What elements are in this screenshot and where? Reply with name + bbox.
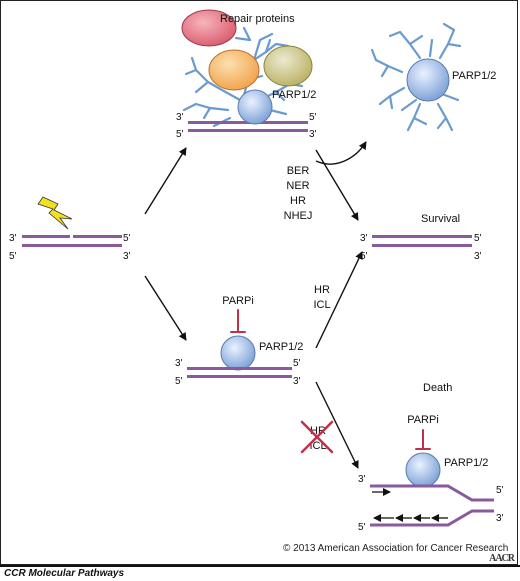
pathway-ber: BER [287,165,310,177]
parp-circle-top [237,89,273,125]
pathways-mid: HR ICL [313,284,330,311]
arrow-to-repair [144,147,187,215]
label-5prime: 5' [175,376,183,387]
label-3prime: 3' [293,376,301,387]
arrow-parpi-to-survival [315,251,363,349]
repair-protein-red [181,9,237,47]
survival-label: Survival [421,213,460,225]
label-3prime: 3' [358,474,366,485]
arrow-repair-to-survival [315,149,359,221]
label-3prime: 3' [9,233,17,244]
copyright-text: © 2013 American Association for Cancer R… [283,543,509,554]
label-3prime: 3' [309,129,317,140]
footer-title: CCR Molecular Pathways [4,568,125,579]
lightning-bolt-icon [37,196,73,230]
inhibit-t-bar-icon [415,429,431,450]
pathways-top: BER NER HR NHEJ [284,165,313,222]
parp-circle-bottom [405,452,441,488]
repair-protein-olive [263,45,313,87]
pathways-crossed: HR ICL [300,420,334,454]
pathway-hr: HR [290,195,306,207]
detached-parp-branches [370,22,462,132]
pathway-diagram: 3' 5' 5' 3' Repair proteins 3' [9,9,504,533]
parpi-label-mid: PARPi [222,295,254,307]
release-arrow [315,141,367,165]
label-3prime: 3' [474,251,482,262]
inhibit-t-bar-icon [230,309,246,333]
pathway-hr: HR [314,284,330,296]
replication-fork-dna: 3' 5' 5' 3' [358,474,504,533]
survival-dna: 3' 5' 5' 3' [360,233,482,262]
x-cross-icon [300,420,334,454]
death-label: Death [423,382,452,394]
label-5prime: 5' [358,522,366,533]
pathway-ner: NER [286,180,309,192]
label-5prime: 5' [123,233,131,244]
pathway-icl: ICL [313,299,330,311]
label-5prime: 5' [496,485,504,496]
label-3prime: 3' [176,112,184,123]
label-3prime: 3' [496,513,504,524]
parp-label-top: PARP1/2 [272,89,316,101]
label-5prime: 5' [360,251,368,262]
fork-arrows [372,488,448,522]
arrow-to-parpi [144,275,187,341]
repair-protein-orange [208,49,260,91]
damaged-dna: 3' 5' 5' 3' [9,233,131,262]
label-5prime: 5' [176,129,184,140]
repair-proteins-label: Repair proteins [220,13,295,25]
mid-dna: 3' 5' 5' 3' [175,358,301,387]
parp-label-bottom: PARP1/2 [444,457,488,469]
pathway-nhej: NHEJ [284,210,313,222]
label-5prime: 5' [9,251,17,262]
footer-bar: CCR Molecular Pathways AACR [0,553,520,581]
label-3prime: 3' [360,233,368,244]
parp-label-detached: PARP1/2 [452,70,496,82]
aacr-logo: AACR [489,553,515,564]
label-5prime: 5' [293,358,301,369]
arrow-to-death [315,381,359,469]
label-5prime: 5' [474,233,482,244]
label-5prime: 5' [309,112,317,123]
figure-frame [0,0,518,565]
parp-label-mid: PARP1/2 [259,341,303,353]
parpi-label-bottom: PARPi [407,414,439,426]
label-3prime: 3' [175,358,183,369]
label-3prime: 3' [123,251,131,262]
parp-circle-detached [406,58,450,102]
parp-circle-mid [220,335,256,371]
